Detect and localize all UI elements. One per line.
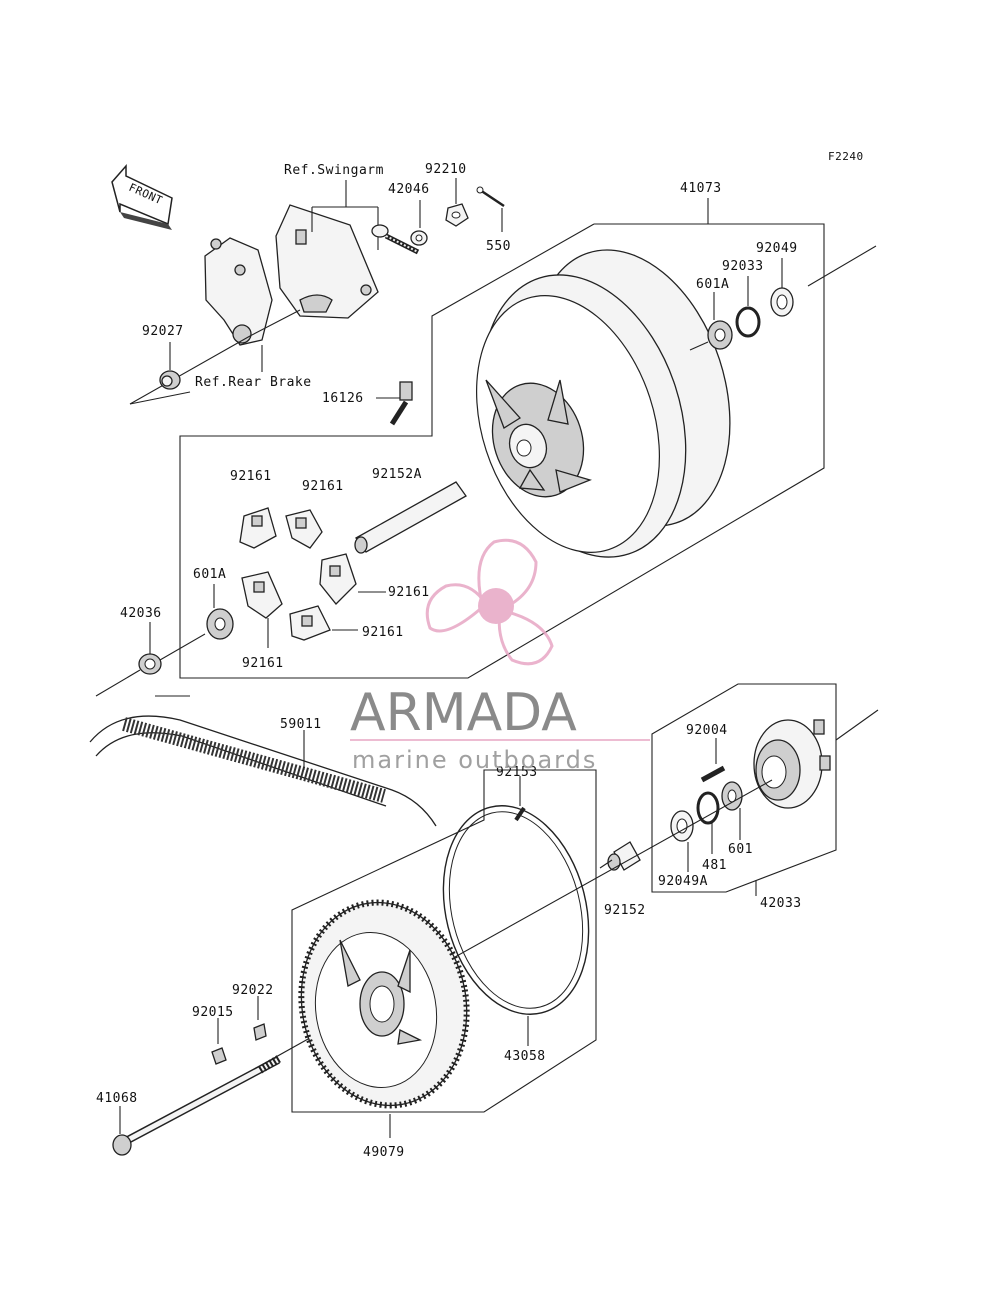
part-label-41073: 41073 — [680, 181, 722, 196]
part-label-92152A: 92152A — [372, 467, 422, 482]
bearing-601A-left — [206, 608, 234, 640]
part-label-92153: 92153 — [496, 765, 538, 780]
ref-rear-brake-label: Ref.Rear Brake — [195, 375, 312, 390]
figure-code: F2240 — [828, 150, 864, 163]
valve-stem-16126 — [389, 381, 413, 426]
damper-92161-e — [289, 605, 331, 641]
part-label-92022: 92022 — [232, 983, 274, 998]
damper-92161-d — [241, 571, 283, 619]
spacer-92027 — [159, 370, 181, 390]
stud-92004 — [700, 765, 726, 783]
damper-92161-c — [319, 553, 357, 605]
part-label-92033: 92033 — [722, 259, 764, 274]
bearing-601A-upper — [707, 320, 733, 350]
part-label-550: 550 — [486, 239, 511, 254]
drive-belt-59011 — [89, 715, 437, 827]
part-label-481: 481 — [702, 858, 727, 873]
castle-nut-92210 — [445, 203, 469, 227]
hub-42033 — [753, 719, 831, 809]
part-label-92049A: 92049A — [658, 874, 708, 889]
part-label-92161-b: 92161 — [302, 479, 344, 494]
part-label-92004: 92004 — [686, 723, 728, 738]
part-label-92161-d: 92161 — [242, 656, 284, 671]
part-label-92161-e: 92161 — [362, 625, 404, 640]
ref-swingarm-label: Ref.Swingarm — [284, 163, 384, 178]
part-label-601A-top: 601A — [696, 277, 729, 292]
part-label-92049: 92049 — [756, 241, 798, 256]
oil-seal-92049 — [770, 287, 794, 317]
collar-92152A — [354, 481, 467, 554]
watermark-brand: ARMADA — [350, 683, 577, 743]
part-label-16126: 16126 — [322, 391, 364, 406]
part-label-92015: 92015 — [192, 1005, 234, 1020]
part-label-92161-c: 92161 — [388, 585, 430, 600]
part-label-92161-a: 92161 — [230, 469, 272, 484]
cotter-pin-550 — [476, 186, 505, 208]
axle-41068 — [112, 1054, 283, 1156]
armada-watermark-logo — [425, 538, 554, 666]
damper-92161-b — [285, 509, 323, 549]
part-label-601: 601 — [728, 842, 753, 857]
front-direction-arrow-icon: FRONT — [111, 164, 173, 230]
swingarm-bracket-illustration — [204, 204, 379, 346]
damper-92161-a — [239, 507, 277, 549]
part-label-41068: 41068 — [96, 1091, 138, 1106]
circlip-92033 — [735, 306, 761, 338]
part-label-601A-left: 601A — [193, 567, 226, 582]
part-label-42033: 42033 — [760, 896, 802, 911]
part-label-92152: 92152 — [604, 903, 646, 918]
part-label-59011: 59011 — [280, 717, 322, 732]
gasket-43058 — [442, 805, 590, 1015]
washer-92022 — [253, 1023, 267, 1041]
washer-42046 — [410, 230, 428, 246]
bearing-601 — [721, 781, 743, 811]
pulley-49079 — [298, 899, 470, 1109]
rear-wheel-41073 — [476, 249, 731, 558]
part-label-92210: 92210 — [425, 162, 467, 177]
watermark-tagline: marine outboards — [352, 746, 597, 774]
part-label-92027: 92027 — [142, 324, 184, 339]
part-label-43058: 43058 — [504, 1049, 546, 1064]
part-label-42036: 42036 — [120, 606, 162, 621]
spacer-42036 — [138, 653, 162, 675]
circlip-481 — [696, 791, 720, 825]
part-label-49079: 49079 — [363, 1145, 405, 1160]
part-label-42046: 42046 — [388, 182, 430, 197]
adjuster-bolt — [371, 224, 420, 255]
nut-92015 — [211, 1047, 227, 1065]
